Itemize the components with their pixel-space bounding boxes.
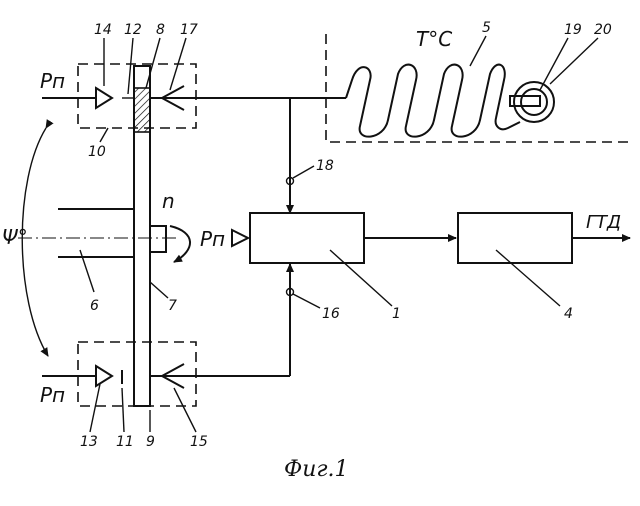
label-pressure-mid: Pп	[200, 227, 225, 251]
num-18: 18	[316, 158, 334, 174]
num-7: 7	[168, 298, 177, 314]
num-6: 6	[90, 298, 99, 314]
num-11: 11	[116, 434, 134, 450]
block-1	[250, 213, 364, 263]
spiral-coil-5	[346, 65, 520, 137]
leader-11	[122, 388, 124, 432]
leader-12	[128, 38, 133, 94]
num-9: 9	[146, 434, 155, 450]
leader-20	[550, 38, 598, 84]
leader-5	[470, 36, 486, 66]
num-19: 19	[564, 22, 582, 38]
label-temperature: T°C	[416, 27, 452, 51]
label-pressure-top: Pп	[40, 69, 65, 93]
leader-10	[100, 128, 108, 142]
leader-1	[330, 250, 392, 306]
leader-15	[174, 388, 196, 432]
hatched-insert-8	[134, 88, 150, 132]
num-4: 4	[564, 306, 573, 322]
num-15: 15	[190, 434, 208, 450]
rotation-arrow	[170, 226, 190, 262]
num-17: 17	[180, 22, 198, 38]
top-nozzle-14	[96, 88, 112, 108]
figure-caption: Фиг.1	[284, 457, 349, 482]
sensor-core-19	[521, 89, 547, 115]
num-1: 1	[392, 306, 401, 322]
leader-16	[293, 294, 320, 308]
leader-8	[146, 38, 160, 88]
label-output: ГТД	[586, 212, 621, 233]
num-20: 20	[594, 22, 612, 38]
leader-7	[150, 282, 168, 298]
num-13: 13	[80, 434, 98, 450]
bottom-nozzle-13	[96, 366, 112, 386]
label-pressure-bottom: Pп	[40, 383, 65, 407]
block-1-supply-nozzle	[232, 230, 248, 246]
leader-19	[540, 38, 568, 90]
num-10: 10	[88, 144, 106, 160]
label-speed: n	[162, 189, 175, 213]
label-angle: Ψ°	[2, 225, 28, 249]
num-5: 5	[482, 20, 491, 36]
num-16: 16	[322, 306, 340, 322]
block-4	[458, 213, 572, 263]
shaft-hub	[150, 226, 166, 252]
num-12: 12	[124, 22, 142, 38]
num-8: 8	[156, 22, 165, 38]
leader-4	[496, 250, 560, 306]
leader-18	[293, 166, 314, 178]
num-14: 14	[94, 22, 112, 38]
leader-13	[90, 384, 100, 432]
